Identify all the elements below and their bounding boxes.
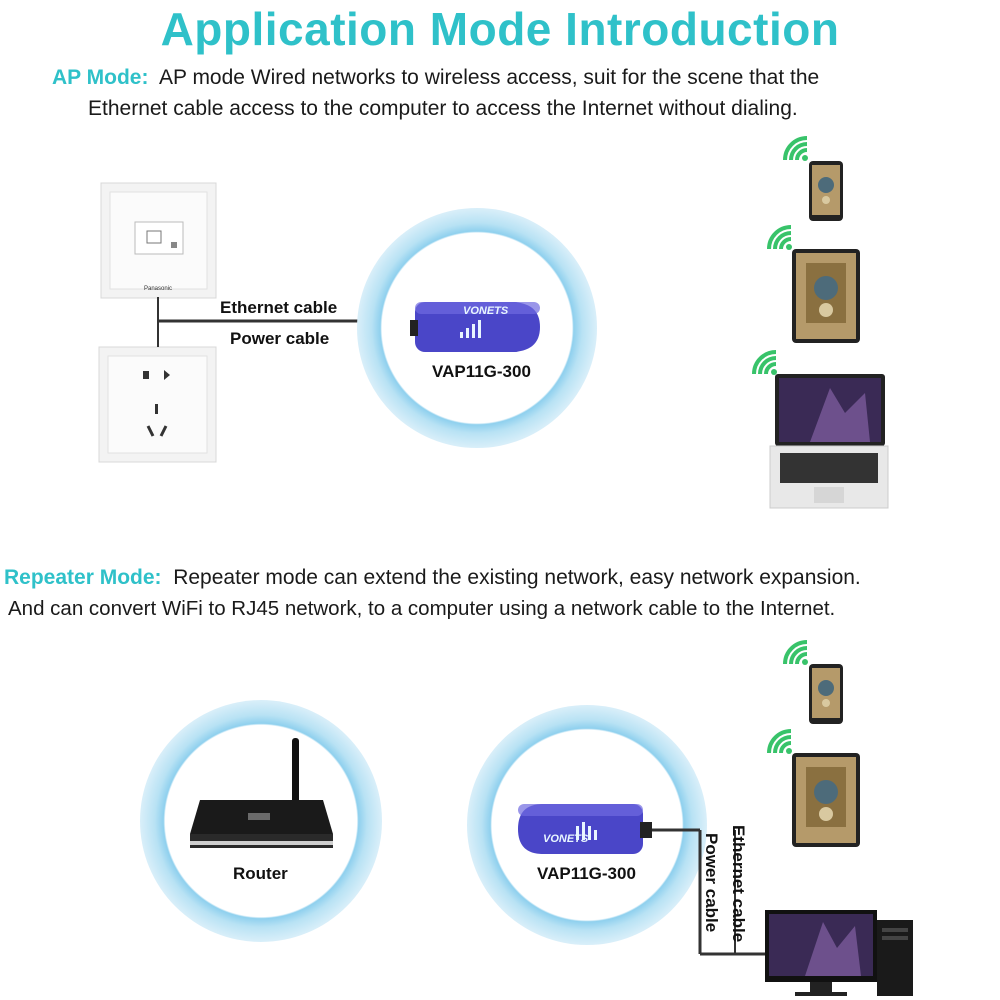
ap-power-cable-label: Power cable [230, 329, 330, 348]
ap-mode-label: AP Mode: [52, 66, 149, 89]
smartphone-icon [809, 161, 843, 221]
ap-ethernet-cable-label: Ethernet cable [220, 298, 338, 317]
tablet-icon [792, 753, 860, 847]
laptop-icon [769, 374, 889, 509]
ap-mode-text-line2: Ethernet cable access to the computer to… [88, 97, 798, 120]
ap-mode-description: AP Mode: AP mode Wired networks to wirel… [52, 62, 992, 93]
page-title: Application Mode Introduction [160, 3, 840, 55]
smartphone-icon [809, 664, 843, 724]
router-icon [190, 738, 333, 848]
wifi-icon [783, 136, 808, 161]
repeater-mode-description: Repeater Mode: Repeater mode can extend … [4, 562, 999, 593]
repeater-cables [665, 828, 770, 956]
ap-device-label: VAP11G-300 [432, 362, 531, 381]
ap-device-vap11g [410, 302, 540, 352]
wifi-icon [767, 729, 792, 754]
repeater-device-label: VAP11G-300 [537, 864, 636, 883]
repeater-ethernet-cable-label: Ethernet cable [729, 825, 748, 943]
repeater-device-brand: VONETS [543, 833, 589, 845]
tablet-icon [792, 249, 860, 343]
router-label: Router [233, 864, 288, 883]
repeater-device-vap11g [518, 804, 668, 854]
repeater-mode-text-line1: Repeater mode can extend the existing ne… [173, 566, 861, 589]
ap-mode-text-line1: AP mode Wired networks to wireless acces… [158, 66, 820, 89]
repeater-mode-label: Repeater Mode: [4, 566, 162, 589]
ap-device-brand: VONETS [463, 305, 509, 317]
wifi-icon [752, 350, 777, 375]
desktop-computer-icon [765, 910, 913, 996]
wall-power-socket [98, 346, 217, 463]
wifi-icon [767, 225, 792, 250]
wall-ethernet-panel: Panasonic [100, 182, 217, 299]
wifi-icon [783, 640, 808, 665]
repeater-power-cable-label: Power cable [702, 833, 721, 933]
repeater-mode-text-line2: And can convert WiFi to RJ45 network, to… [8, 597, 836, 620]
svg-text:Panasonic: Panasonic [144, 286, 172, 292]
